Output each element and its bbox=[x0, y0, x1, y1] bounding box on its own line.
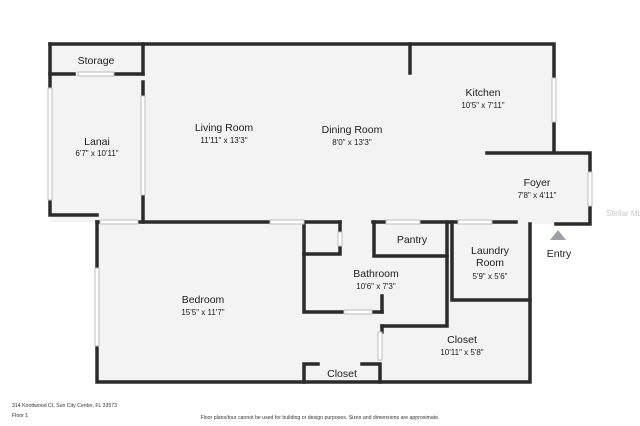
entry-label: Entry bbox=[547, 248, 572, 260]
bedroom-label: Bedroom bbox=[182, 294, 225, 306]
kitchen-dimensions: 10'5" x 7'11" bbox=[461, 101, 504, 110]
bathroom-label: Bathroom bbox=[353, 268, 399, 280]
bedroom-dimensions: 15'5" x 11'7" bbox=[181, 308, 224, 317]
pantry-label: Pantry bbox=[397, 234, 428, 246]
closet-dimensions: 10'11" x 5'8" bbox=[440, 348, 483, 357]
dining-room-label: Dining Room bbox=[322, 124, 383, 136]
foyer-dimensions: 7'8" x 4'11" bbox=[518, 191, 557, 200]
laundry-dimensions: 5'9" x 5'6" bbox=[473, 272, 508, 281]
lanai-dimensions: 6'7" x 10'11" bbox=[75, 149, 118, 158]
room-labels: Storage Lanai 6'7" x 10'11" Living Room … bbox=[75, 55, 572, 380]
laundry-label-line1: Laundry bbox=[471, 245, 510, 257]
windows bbox=[47, 71, 593, 361]
dining-room-dimensions: 8'0" x 13'3" bbox=[332, 138, 372, 147]
kitchen-label: Kitchen bbox=[465, 87, 500, 99]
living-room-label: Living Room bbox=[195, 122, 254, 134]
closet-small-label: Closet bbox=[327, 368, 357, 380]
floor-fill bbox=[50, 44, 590, 382]
disclaimer-text: Floor plans/tour cannot be used for buil… bbox=[200, 415, 439, 421]
laundry-label-line2: Room bbox=[476, 257, 504, 269]
bathroom-dimensions: 10'6" x 7'3" bbox=[356, 282, 396, 291]
watermark: Stellar MLS bbox=[606, 209, 640, 218]
lanai-label: Lanai bbox=[84, 136, 110, 148]
floor-text: Floor 1 bbox=[12, 413, 28, 419]
living-room-dimensions: 11'11" x 13'3" bbox=[200, 136, 247, 145]
address-text: 314 Knottwood Ct, Sun City Center, FL 33… bbox=[12, 403, 117, 409]
foyer-label: Foyer bbox=[524, 177, 551, 189]
closet-label: Closet bbox=[447, 334, 477, 346]
storage-label: Storage bbox=[78, 55, 115, 67]
entry-arrow-icon bbox=[550, 230, 566, 240]
